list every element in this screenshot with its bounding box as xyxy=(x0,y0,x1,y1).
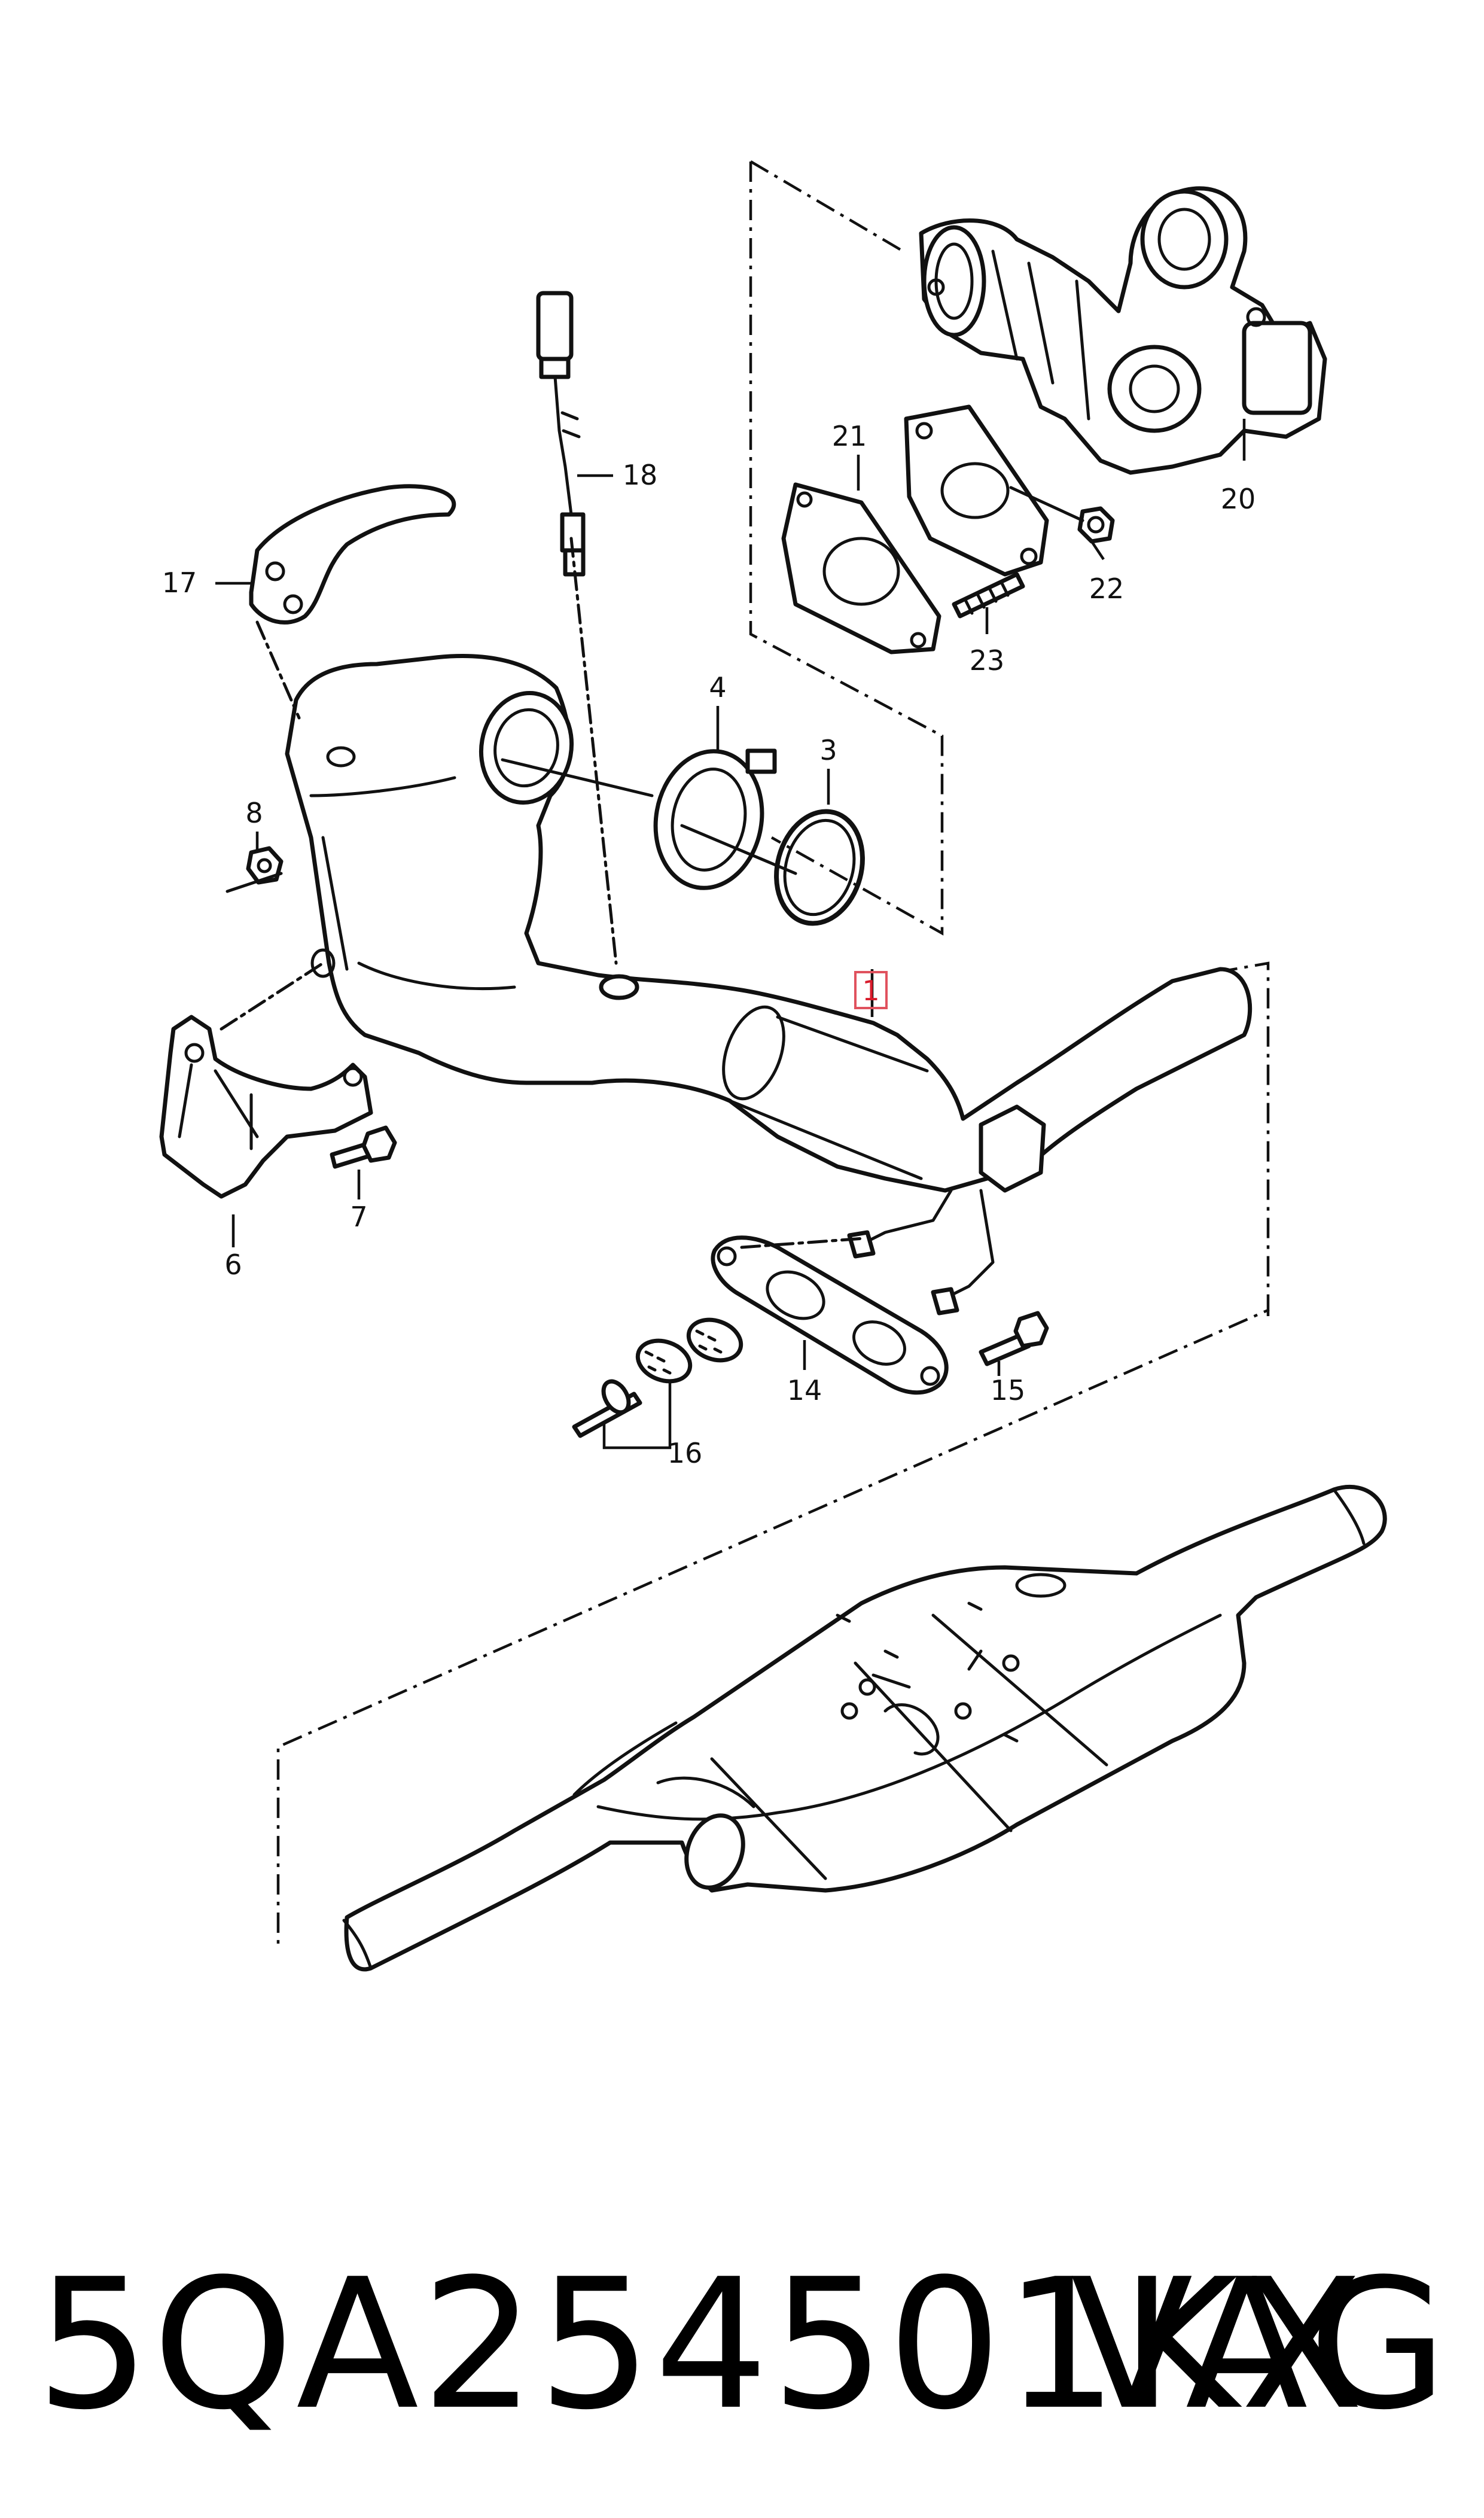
callout-6: 6 xyxy=(224,1249,242,1281)
callout-23: 23 xyxy=(970,644,1005,677)
stud-23 xyxy=(952,572,1025,619)
clamp-4 xyxy=(653,748,777,890)
callout-16: 16 xyxy=(668,1437,703,1469)
exhaust-system-diagram: 1 3 4 6 7 8 14 15 16 17 18 20 21 22 23 xyxy=(159,160,1387,1972)
gasket-21 xyxy=(781,482,941,654)
hanger-14 xyxy=(711,1235,949,1395)
catalytic-converter-1 xyxy=(285,654,1253,1316)
callout-18: 18 xyxy=(623,459,658,491)
callout-15: 15 xyxy=(991,1374,1026,1406)
bracket-6 xyxy=(159,1015,373,1199)
turbo-outlet-flange xyxy=(904,404,1049,577)
nut-22 xyxy=(1077,506,1115,544)
callout-1-highlight xyxy=(854,971,888,1009)
callout-21: 21 xyxy=(832,420,867,452)
callout-3: 3 xyxy=(819,734,837,766)
bolt-7 xyxy=(330,1125,397,1169)
part-number: 5QA254501KX xyxy=(36,2240,1366,2449)
callout-14: 14 xyxy=(787,1374,822,1406)
callout-1: 1 xyxy=(862,975,879,1007)
heat-shield-17 xyxy=(249,484,456,625)
muffler xyxy=(342,1484,1387,1972)
callouts: 1 3 4 6 7 8 14 15 16 17 18 20 21 22 23 xyxy=(162,420,1256,1469)
footer: 5QA254501KX VAG xyxy=(0,2237,1484,2453)
turbo-boundary-top xyxy=(749,160,904,252)
callout-17: 17 xyxy=(162,567,197,599)
callout-8: 8 xyxy=(245,797,263,829)
turbo-group-boundary xyxy=(749,162,944,936)
callout-22: 22 xyxy=(1089,573,1125,605)
leader-lines xyxy=(215,419,1246,1450)
nut-8 xyxy=(246,846,284,885)
insulation-pads-16 xyxy=(572,1317,743,1438)
brand-label: VAG xyxy=(1070,2240,1451,2449)
bolt-15 xyxy=(979,1311,1049,1366)
callout-7: 7 xyxy=(350,1201,367,1233)
turbocharger xyxy=(919,186,1327,475)
callout-20: 20 xyxy=(1221,483,1256,515)
seal-ring-3 xyxy=(774,809,865,926)
lambda-probe-18 xyxy=(536,291,586,577)
callout-4: 4 xyxy=(709,671,726,704)
